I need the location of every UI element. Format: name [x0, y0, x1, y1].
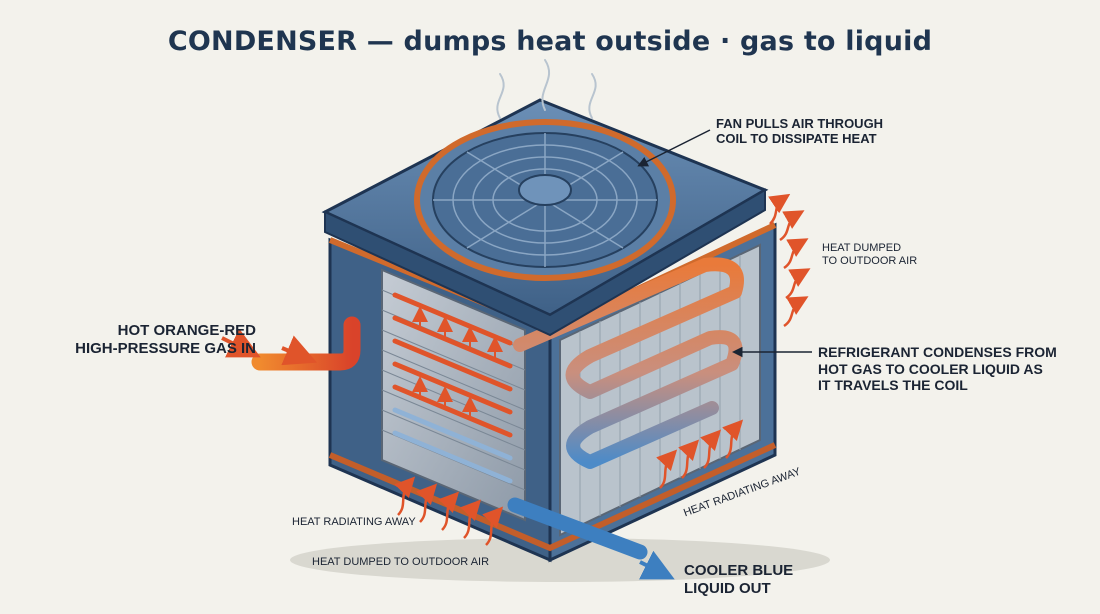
liquid-out-label: COOLER BLUE LIQUID OUT — [684, 562, 793, 597]
refrigerant-line-3: IT TRAVELS THE COIL — [818, 377, 968, 394]
inlet-flow-arrow-1 — [221, 328, 261, 358]
liquid-out-line-1: COOLER BLUE — [684, 562, 794, 579]
heat-arrows-bottom-right — [656, 419, 744, 489]
liquid-outlet-pipe — [507, 497, 648, 560]
ground-shadow — [290, 538, 830, 582]
inlet-flow-arrow-2 — [281, 335, 318, 366]
hot-gas-in-label: HOT ORANGE-RED HIGH-PRESSURE GAS IN — [75, 322, 256, 357]
heat-radiating-left-label: HEAT RADIATING AWAY — [292, 516, 416, 528]
serpentine-coil — [513, 257, 744, 469]
front-cool-tubes — [392, 407, 513, 484]
heat-arrows-bottom-left — [394, 476, 504, 546]
fan-label-line-2: COIL TO DISSIPATE HEAT — [716, 131, 877, 147]
liquid-out-line-2: LIQUID OUT — [684, 579, 771, 597]
fan-label: FAN PULLS AIR THROUGH COIL TO DISSIPATE … — [716, 116, 883, 147]
refrigerant-line-2: HOT GAS TO COOLER LIQUID AS — [818, 360, 1043, 377]
refrigerant-label: REFRIGERANT CONDENSES FROM HOT GAS TO CO… — [818, 344, 1057, 394]
hot-gas-in-line-2: HIGH-PRESSURE GAS IN — [75, 339, 256, 357]
fan-label-line-1: FAN PULLS AIR THROUGH — [716, 116, 884, 131]
air-swirls — [496, 59, 597, 119]
hot-gas-inlet-pipe — [251, 316, 361, 371]
heat-arrows-right — [768, 193, 811, 328]
fan-hub — [518, 174, 572, 206]
refrigerant-line-1: REFRIGERANT CONDENSES FROM — [818, 344, 1057, 360]
heat-dumped-right-label: HEAT DUMPED TO OUTDOOR AIR — [822, 242, 917, 268]
heat-arrows-coil — [412, 306, 503, 420]
heat-dumped-right-line-2: TO OUTDOOR AIR — [822, 254, 918, 267]
hot-gas-in-line-1: HOT ORANGE-RED — [117, 322, 256, 339]
heat-dumped-right-line-1: HEAT DUMPED — [822, 242, 902, 254]
outlet-flow-arrow — [638, 550, 675, 580]
diagram-title: CONDENSER — dumps heat outside · gas to … — [167, 26, 933, 57]
lid-edge — [324, 188, 766, 337]
heat-dumped-bottom-label: HEAT DUMPED TO OUTDOOR AIR — [312, 556, 490, 568]
fan-leader-line — [637, 129, 711, 167]
